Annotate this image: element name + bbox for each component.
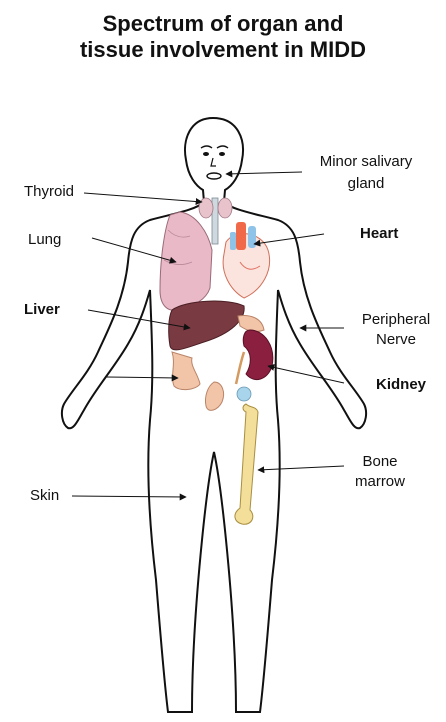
arrow-intestine <box>106 377 178 378</box>
face <box>201 146 228 179</box>
liver <box>169 301 244 350</box>
lung <box>160 212 212 310</box>
label-bone-line2: marrow <box>340 472 420 492</box>
heart <box>223 222 269 298</box>
arrow-thyroid <box>84 193 202 202</box>
arrow-minor-salivary <box>226 172 302 174</box>
arrow-skin <box>72 496 186 497</box>
label-bone-line1: Bone <box>340 452 420 472</box>
label-skin: Skin <box>30 486 59 506</box>
kidney <box>236 330 273 384</box>
arrow-bone-marrow <box>258 466 344 470</box>
label-lung: Lung <box>28 230 61 250</box>
label-peripheral-line1: Peripheral <box>346 310 446 330</box>
label-peripheral-line2: Nerve <box>346 330 446 350</box>
label-kidney: Kidney <box>376 375 426 395</box>
arrow-heart <box>254 234 324 244</box>
label-heart: Heart <box>360 224 398 244</box>
label-liver: Liver <box>24 300 60 320</box>
arrow-kidney <box>268 366 344 383</box>
label-minor-salivary-line1: Minor salivary <box>306 152 426 172</box>
label-minor-salivary-line2: gland <box>306 174 426 194</box>
bone <box>235 387 258 524</box>
label-thyroid: Thyroid <box>24 182 74 202</box>
